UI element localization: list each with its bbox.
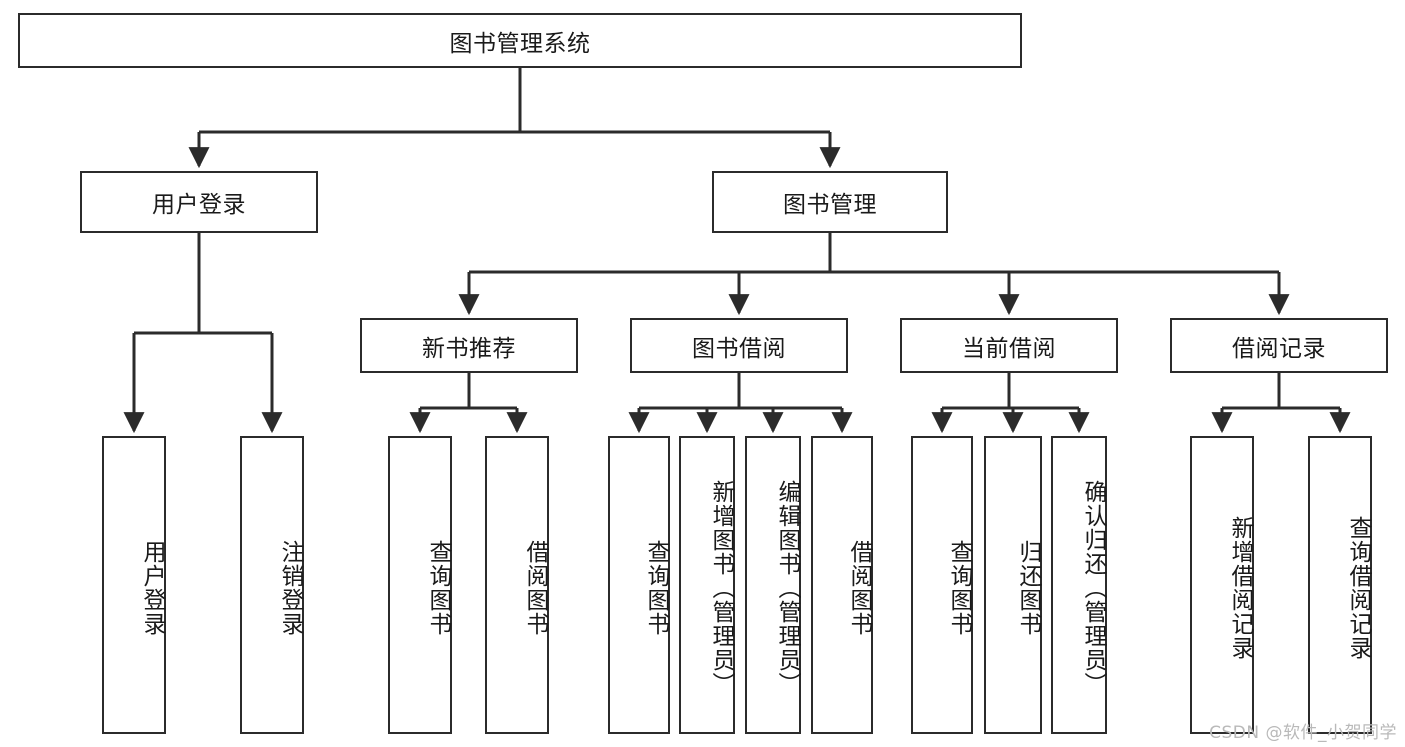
leaf-borrow-add-book-admin-label: 新增图书（管理员）: [708, 480, 734, 696]
leaf-current-return-books[interactable]: 归还图书: [984, 436, 1042, 734]
leaf-user-login[interactable]: 用户登录: [102, 436, 166, 734]
leaf-current-return-books-label: 归还图书: [1015, 540, 1041, 636]
leaf-current-confirm-return-admin-label: 确认归还（管理员）: [1080, 480, 1106, 696]
leaf-record-add-record-label: 新增借阅记录: [1227, 516, 1253, 660]
leaf-current-confirm-return-admin[interactable]: 确认归还（管理员）: [1051, 436, 1107, 734]
leaf-newbook-query-books-label: 查询图书: [425, 540, 451, 636]
node-user-login[interactable]: 用户登录: [80, 171, 318, 233]
leaf-borrow-query-books[interactable]: 查询图书: [608, 436, 670, 734]
leaf-borrow-lend-books[interactable]: 借阅图书: [811, 436, 873, 734]
node-root-label: 图书管理系统: [449, 30, 591, 57]
node-user-login-label: 用户登录: [152, 192, 246, 218]
leaf-borrow-lend-books-label: 借阅图书: [846, 540, 872, 636]
leaf-record-query-record-label: 查询借阅记录: [1345, 516, 1371, 660]
leaf-newbook-borrow-books-label: 借阅图书: [522, 540, 548, 636]
leaf-user-login-label: 用户登录: [139, 540, 165, 636]
leaf-newbook-query-books[interactable]: 查询图书: [388, 436, 452, 734]
leaf-user-logout[interactable]: 注销登录: [240, 436, 304, 734]
leaf-current-query-books-label: 查询图书: [946, 540, 972, 636]
node-book-management[interactable]: 图书管理: [712, 171, 948, 233]
leaf-newbook-borrow-books[interactable]: 借阅图书: [485, 436, 549, 734]
node-borrow-record[interactable]: 借阅记录: [1170, 318, 1388, 373]
node-book-management-label: 图书管理: [783, 192, 877, 218]
node-borrow-record-label: 借阅记录: [1232, 335, 1326, 362]
node-new-book-recommend-label: 新书推荐: [422, 335, 516, 362]
leaf-borrow-edit-book-admin[interactable]: 编辑图书（管理员）: [745, 436, 801, 734]
leaf-record-add-record[interactable]: 新增借阅记录: [1190, 436, 1254, 734]
leaf-borrow-add-book-admin[interactable]: 新增图书（管理员）: [679, 436, 735, 734]
node-current-borrow[interactable]: 当前借阅: [900, 318, 1118, 373]
node-current-borrow-label: 当前借阅: [962, 335, 1056, 362]
csdn-watermark: CSDN @软件_小贺同学: [1209, 723, 1397, 743]
node-book-borrow-label: 图书借阅: [692, 335, 786, 362]
leaf-record-query-record[interactable]: 查询借阅记录: [1308, 436, 1372, 734]
leaf-borrow-query-books-label: 查询图书: [643, 540, 669, 636]
leaf-user-logout-label: 注销登录: [277, 540, 303, 636]
node-book-borrow[interactable]: 图书借阅: [630, 318, 848, 373]
node-new-book-recommend[interactable]: 新书推荐: [360, 318, 578, 373]
leaf-current-query-books[interactable]: 查询图书: [911, 436, 973, 734]
leaf-borrow-edit-book-admin-label: 编辑图书（管理员）: [774, 480, 800, 696]
node-root[interactable]: 图书管理系统: [18, 13, 1022, 68]
